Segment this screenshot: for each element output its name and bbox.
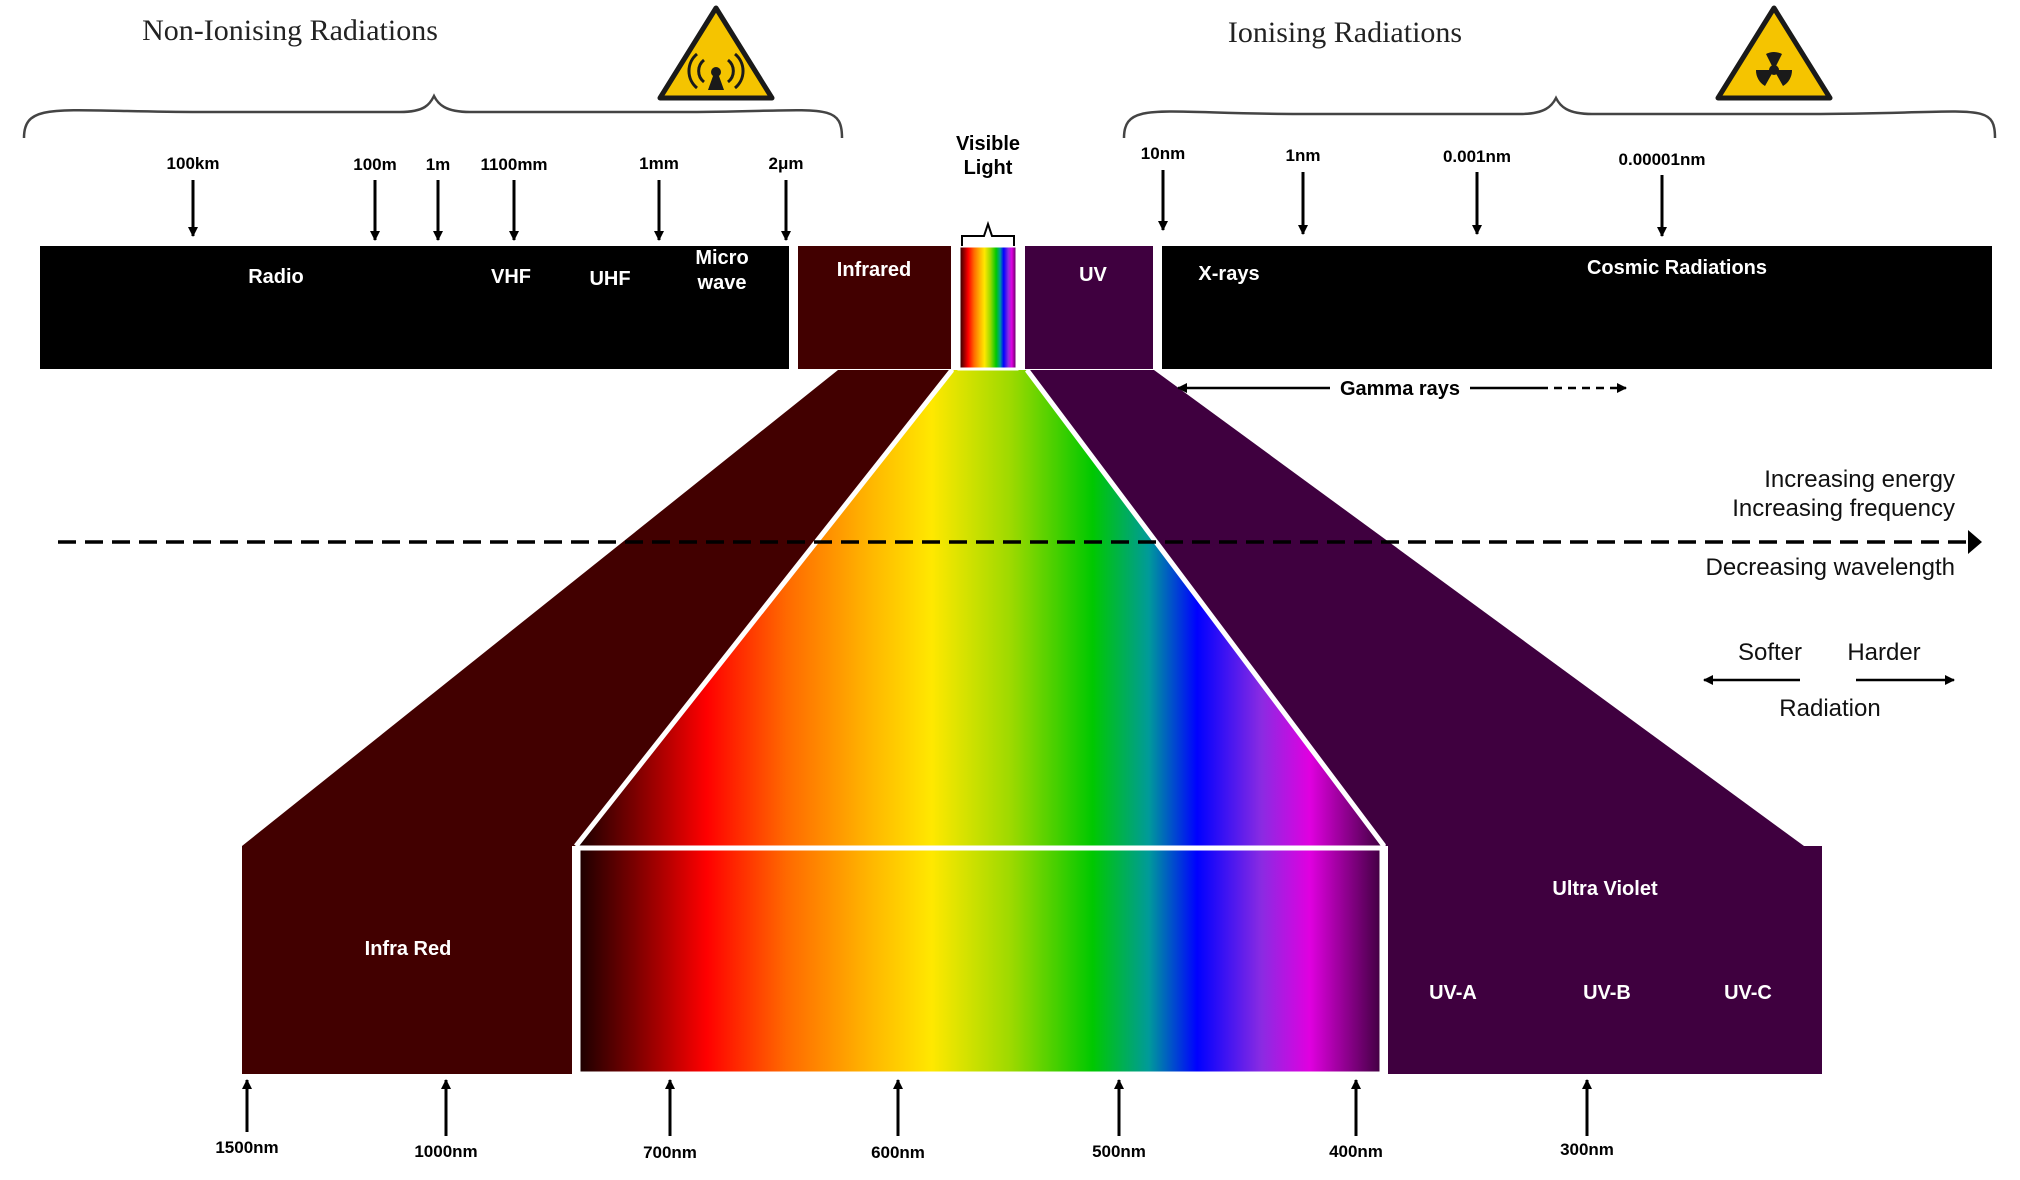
non-ionizing-radiation-warning-icon [657, 5, 775, 101]
visible-spectrum-box [575, 845, 1385, 1077]
decreasing-wavelength-label: Decreasing wavelength [1706, 554, 1955, 581]
tick-label-0.001nm: 0.001nm [1443, 147, 1511, 166]
tick-label-500nm: 500nm [1092, 1142, 1146, 1161]
radioactive-trefoil-warning-icon [1715, 5, 1833, 101]
visible-band [957, 244, 1019, 371]
visible-light-label-line1: Visible [956, 133, 1020, 155]
funnel-dividers [574, 368, 1386, 848]
cosmic-radiations-label: Cosmic Radiations [1587, 257, 1767, 279]
radio-label: Radio [248, 266, 304, 288]
non-ionising-brace [22, 93, 844, 139]
tick-label-1nm: 1nm [1286, 146, 1321, 165]
uhf-label: UHF [589, 268, 630, 290]
microwave-label-line2: wave [697, 272, 747, 294]
tick-label-2um: 2μm [769, 154, 804, 173]
tick-label-700nm: 700nm [643, 1143, 697, 1162]
harder-label: Harder [1847, 639, 1920, 666]
xrays-label: X-rays [1198, 263, 1259, 285]
ionising-heading: Ionising Radiations [1228, 16, 1462, 49]
uv-funnel [1028, 370, 1804, 846]
tick-label-1m: 1m [426, 155, 451, 174]
visible-funnel [578, 370, 1382, 846]
tick-label-1500nm: 1500nm [215, 1138, 278, 1157]
tick-label-1000nm: 1000nm [414, 1142, 477, 1161]
xray-gamma-band [1162, 246, 1992, 369]
uvb-label: UV-B [1583, 982, 1631, 1004]
infrared-label: Infrared [837, 259, 911, 281]
ionising-brace [1122, 95, 1997, 139]
tick-label-100m: 100m [353, 155, 396, 174]
ultra-violet-label: Ultra Violet [1552, 878, 1658, 900]
non-ionising-heading: Non-Ionising Radiations [142, 14, 438, 47]
tick-label-1100mm: 1100mm [480, 155, 547, 174]
increasing-frequency-label: Increasing frequency [1732, 495, 1955, 522]
infra-red-label: Infra Red [365, 938, 452, 960]
tick-label-0.00001nm: 0.00001nm [1619, 150, 1706, 169]
gamma-rays-label: Gamma rays [1340, 378, 1460, 400]
softer-label: Softer [1738, 639, 1802, 666]
top-tick-arrows [188, 170, 1667, 241]
tick-label-600nm: 600nm [871, 1143, 925, 1162]
uv-label: UV [1079, 264, 1107, 286]
visible-light-label-line2: Light [964, 157, 1013, 179]
tick-label-300nm: 300nm [1560, 1140, 1614, 1159]
bottom-tick-arrows [242, 1079, 1592, 1136]
infrared-funnel [242, 370, 950, 846]
uv-band [1025, 246, 1153, 369]
increasing-energy-label: Increasing energy [1764, 466, 1955, 493]
infrared-band [798, 246, 951, 369]
tick-label-100km: 100km [167, 154, 220, 173]
radiation-label: Radiation [1779, 695, 1880, 722]
uvc-label: UV-C [1724, 982, 1772, 1004]
tick-label-10nm: 10nm [1141, 144, 1185, 163]
vhf-label: VHF [491, 266, 531, 288]
visible-light-bracket [961, 220, 1015, 246]
tick-label-1mm: 1mm [639, 154, 679, 173]
tick-label-400nm: 400nm [1329, 1142, 1383, 1161]
energy-direction-arrowhead [1968, 530, 1982, 554]
microwave-label-line1: Micro [695, 247, 748, 269]
infra-red-box [242, 846, 572, 1074]
radio-band [40, 246, 789, 369]
uva-label: UV-A [1429, 982, 1477, 1004]
ultra-violet-box [1388, 846, 1822, 1074]
